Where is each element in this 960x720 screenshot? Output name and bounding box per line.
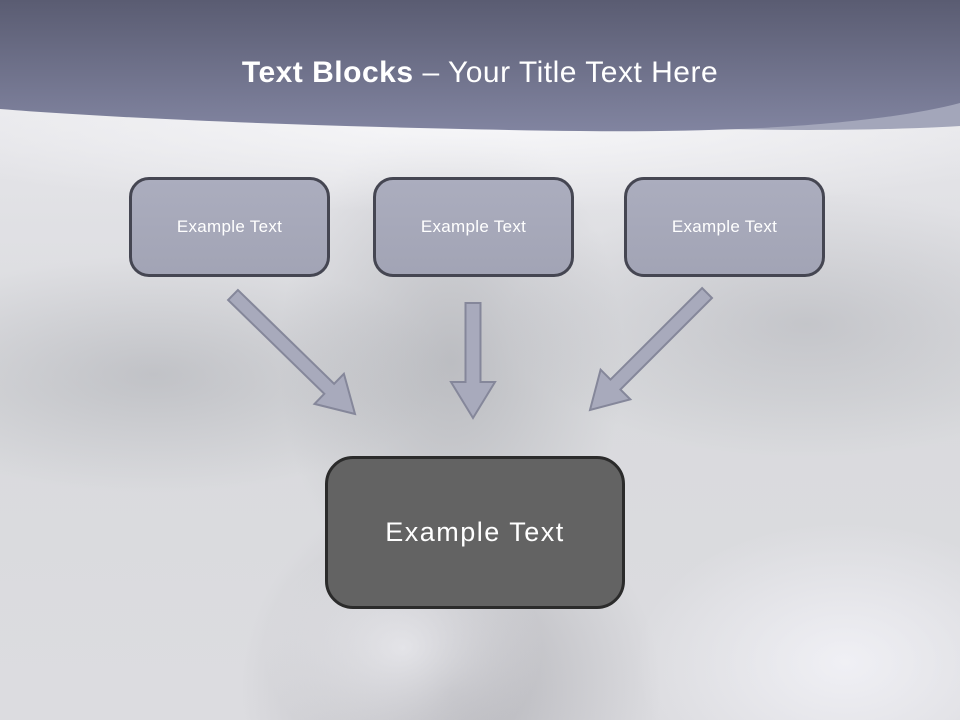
text-block-1[interactable]: Example Text (129, 177, 330, 277)
arrow-down-icon[interactable] (449, 302, 497, 420)
text-block-3[interactable]: Example Text (624, 177, 825, 277)
arrow-down-left-icon[interactable] (588, 286, 714, 412)
text-block-1-label: Example Text (176, 217, 283, 236)
header-main-wave (0, 0, 960, 132)
text-block-2[interactable]: Example Text (373, 177, 574, 277)
header-band (0, 0, 960, 132)
text-block-2-label: Example Text (420, 217, 527, 236)
text-block-3-label: Example Text (671, 217, 778, 236)
result-block[interactable]: Example Text (325, 456, 625, 609)
header-secondary-wave (600, 100, 960, 130)
result-block-label: Example Text (385, 517, 565, 547)
title-regular-text: – Your Title Text Here (422, 56, 719, 89)
arrow-down-right-icon[interactable] (226, 288, 357, 416)
title-bold-text: Text Blocks (241, 56, 414, 89)
slide-title: Text Blocks– Your Title Text Here (0, 56, 960, 89)
